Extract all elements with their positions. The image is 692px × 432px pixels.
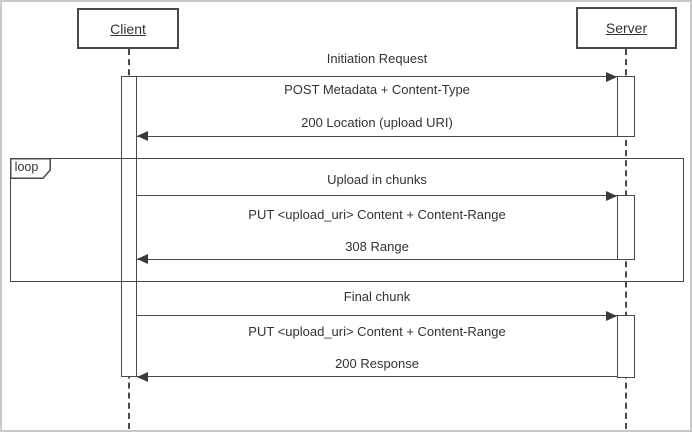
arrowhead-right-icon [606,191,617,201]
actor-box-client: Client [77,8,179,49]
server-activation-final [617,315,635,378]
arrowhead-right-icon [606,72,617,82]
loop-fragment-tab [10,158,51,179]
actor-name-server: Server [605,20,648,36]
server-activation-loop [617,195,635,260]
message-text-200-response: 200 Response [335,356,419,371]
response-arrow-line-chunk [137,258,617,260]
arrowhead-left-icon [137,131,148,141]
server-activation-initiation [617,76,635,137]
arrowhead-left-icon [137,372,148,382]
client-activation-bar [121,76,137,377]
message-text-308-range: 308 Range [345,239,409,254]
message-label-initiation-request: Initiation Request [326,51,428,66]
message-text-200-location: 200 Location (upload URI) [301,115,453,130]
message-label-upload-in-chunks: Upload in chunks [327,172,427,187]
arrowhead-left-icon [137,254,148,264]
request-arrow-line-chunk [137,195,617,196]
loop-fragment-label: loop [14,160,39,174]
request-arrow-line-final [137,315,617,316]
message-label-final-chunk: Final chunk [343,289,411,304]
loop-fragment-frame [10,158,684,282]
message-text-put-final: PUT <upload_uri> Content + Content-Range [248,324,506,339]
request-arrow-line-initiation [137,76,617,77]
arrowhead-right-icon [606,311,617,321]
message-text-put-chunk: PUT <upload_uri> Content + Content-Range [248,207,506,222]
message-text-post-metadata: POST Metadata + Content-Type [284,82,470,97]
response-arrow-line-initiation [137,135,617,137]
response-arrow-line-final [137,376,617,377]
actor-name-client: Client [110,20,146,37]
actor-box-server: Server [576,7,677,49]
